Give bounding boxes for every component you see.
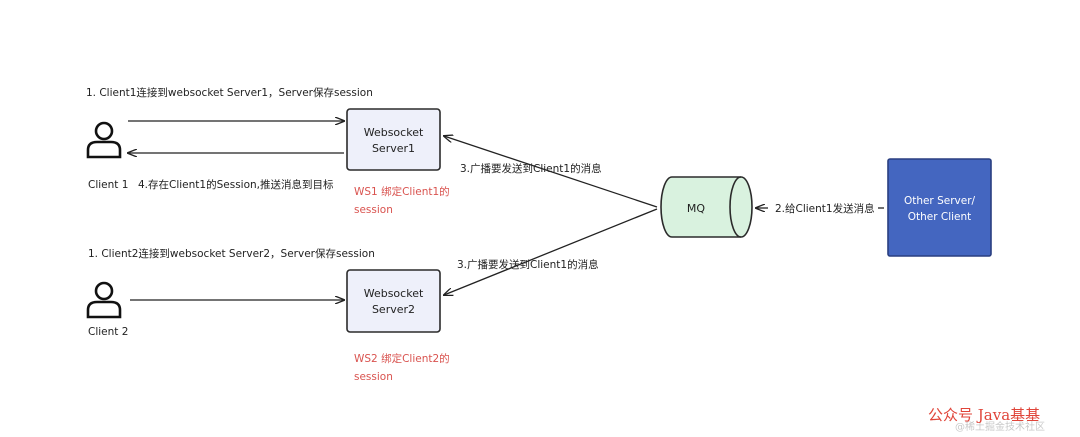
server2-line1: Websocket	[364, 287, 424, 300]
arrow-mq-to-server2	[444, 208, 658, 295]
mq-label: MQ	[687, 202, 705, 215]
arrow-mq-to-server1	[444, 136, 658, 208]
mq-queue: MQ	[660, 176, 753, 238]
watermark-main: 公众号 Java基基	[928, 406, 1040, 424]
ws1-binding-line1: WS1 绑定Client1的	[354, 185, 450, 198]
other-line1: Other Server/	[904, 195, 976, 207]
client2-person-icon	[86, 281, 122, 319]
ws2-binding-line1: WS2 绑定Client2的	[354, 352, 450, 365]
other-server-client: Other Server/ Other Client	[887, 158, 992, 257]
watermark-faint: @稀土掘金技术社区	[955, 420, 1045, 433]
server1-line1: Websocket	[364, 126, 424, 139]
step1-client1-label: 1. Client1连接到websocket Server1，Server保存s…	[86, 86, 373, 99]
step4-push-label: 4.存在Client1的Session,推送消息到目标	[138, 178, 334, 191]
client2-label: Client 2	[88, 326, 128, 338]
step3-broadcast-upper-label: 3.广播要发送到Client1的消息	[460, 162, 602, 175]
websocket-server1: Websocket Server1	[346, 108, 441, 171]
step3-broadcast-lower-label: 3.广播要发送到Client1的消息	[457, 258, 599, 271]
step2-send-label: 2.给Client1发送消息	[775, 202, 875, 215]
other-line2: Other Client	[908, 211, 972, 223]
server2-line2: Server2	[372, 303, 415, 316]
client1-person-icon	[86, 121, 122, 159]
ws1-binding-line2: session	[354, 204, 393, 216]
websocket-server2: Websocket Server2	[346, 269, 441, 333]
ws2-binding-line2: session	[354, 371, 393, 383]
client1-label: Client 1	[88, 179, 128, 191]
step1-client2-label: 1. Client2连接到websocket Server2，Server保存s…	[88, 247, 375, 260]
server1-line2: Server1	[372, 142, 415, 155]
